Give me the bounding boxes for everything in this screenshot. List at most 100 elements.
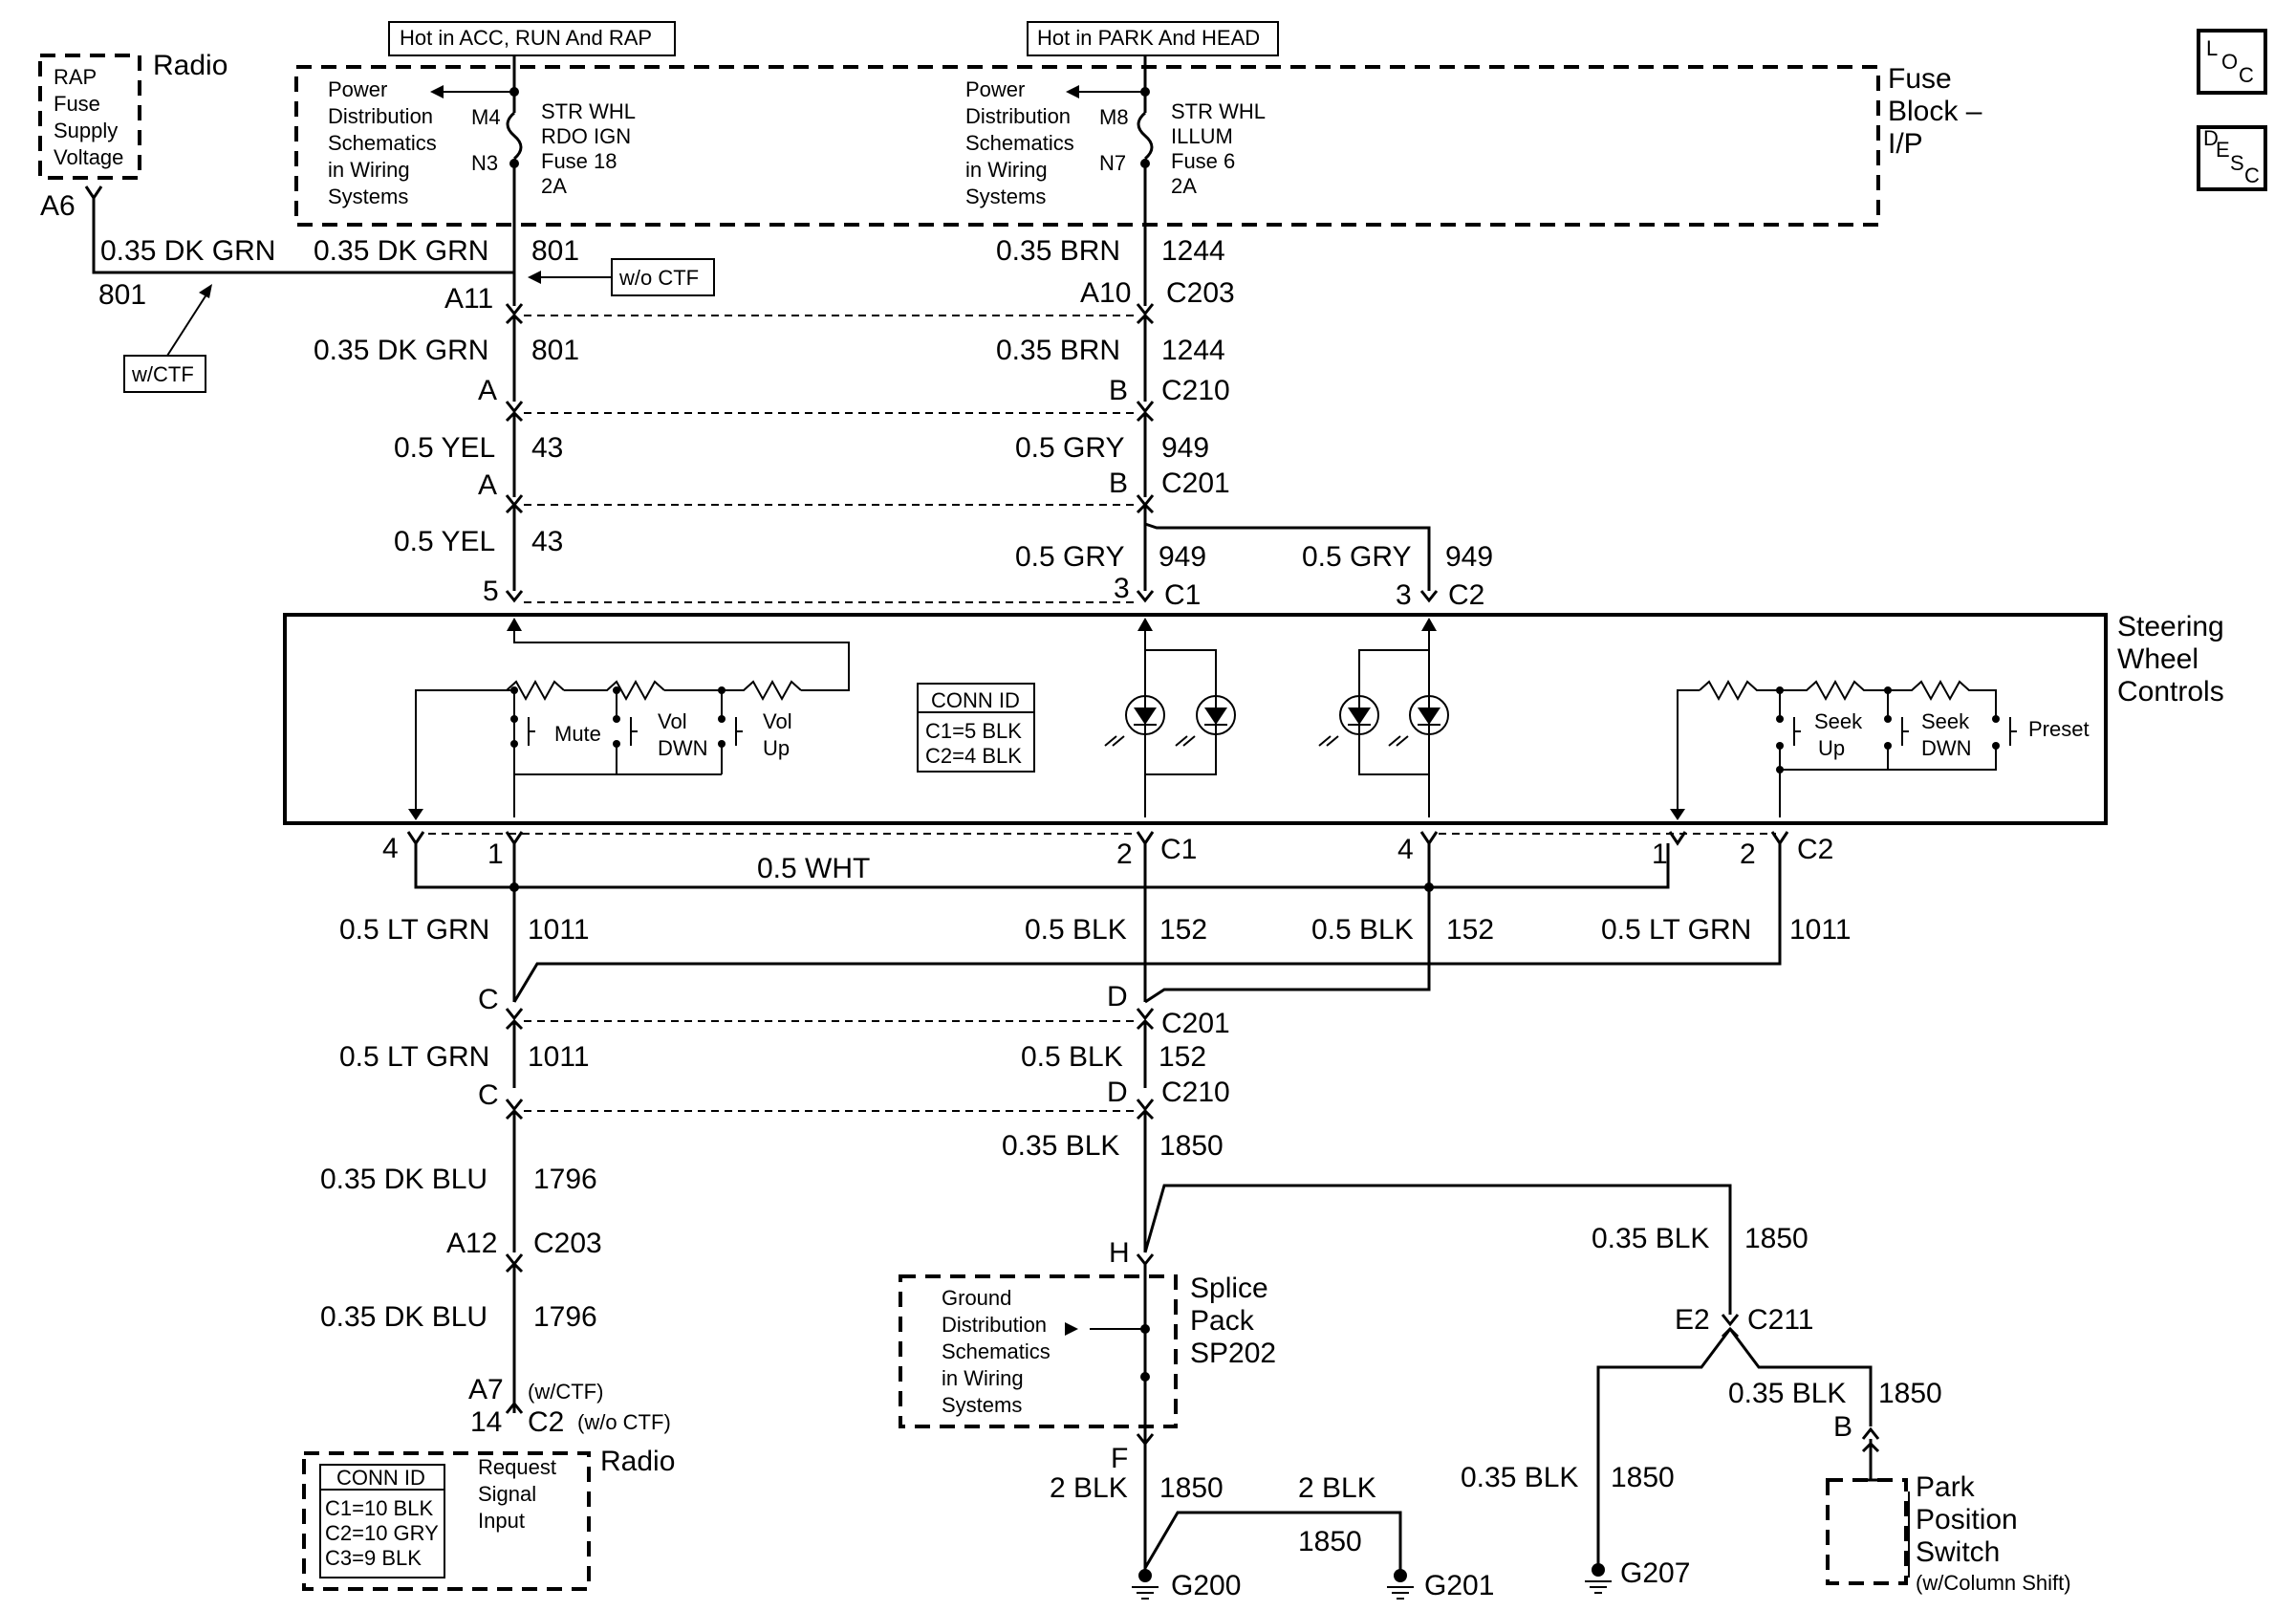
- radio-bottom-label: Radio: [600, 1446, 675, 1477]
- svg-text:Systems: Systems: [942, 1393, 1022, 1417]
- steering-wheel-controls-box: [283, 613, 2108, 825]
- svg-text:Schematics: Schematics: [328, 131, 437, 155]
- svg-text:2A: 2A: [541, 174, 567, 198]
- vol-up-switch-icon: [735, 717, 743, 746]
- seek-up-switch-icon: [1793, 717, 1801, 746]
- svg-text:949: 949: [1159, 541, 1206, 573]
- svg-text:Systems: Systems: [328, 185, 408, 208]
- c210-label-top: C210: [1161, 375, 1230, 406]
- svg-text:1850: 1850: [1298, 1526, 1362, 1557]
- svg-text:E: E: [2216, 138, 2230, 162]
- svg-text:B: B: [1109, 468, 1128, 499]
- svg-text:Request: Request: [478, 1455, 556, 1479]
- fuse18-pin-in: M4: [471, 105, 501, 129]
- preset-switch-icon: [2009, 717, 2017, 746]
- svg-text:Fuse: Fuse: [54, 92, 100, 116]
- c210-label-bottom: C210: [1161, 1077, 1230, 1108]
- arrow-left-icon: [1066, 85, 1079, 98]
- svg-text:2: 2: [1740, 838, 1756, 870]
- svg-text:0.35 BLK: 0.35 BLK: [1728, 1378, 1846, 1409]
- c211-label: C211: [1747, 1304, 1814, 1336]
- svg-text:4: 4: [1397, 834, 1414, 865]
- svg-text:0.5 GRY: 0.5 GRY: [1015, 541, 1125, 573]
- svg-text:A: A: [478, 469, 497, 501]
- svg-text:1796: 1796: [533, 1301, 597, 1333]
- fuse6-pin-out: N7: [1099, 151, 1126, 175]
- fuse-block-label-1: Fuse: [1888, 63, 1952, 95]
- svg-text:Up: Up: [1818, 736, 1845, 760]
- svg-text:Wheel: Wheel: [2117, 643, 2199, 675]
- svg-text:0.5 GRY: 0.5 GRY: [1015, 432, 1125, 464]
- svg-text:0.5 YEL: 0.5 YEL: [394, 526, 495, 557]
- pin-14: 14: [470, 1406, 502, 1438]
- loc-icon[interactable]: L O C: [2197, 29, 2267, 95]
- desc-icon[interactable]: D E S C: [2197, 125, 2267, 191]
- svg-text:D: D: [2203, 126, 2219, 150]
- svg-text:Input: Input: [478, 1509, 525, 1533]
- led-icon: [1175, 695, 1236, 747]
- svg-text:0.5 BLK: 0.5 BLK: [1021, 1041, 1123, 1073]
- svg-text:O: O: [2221, 50, 2238, 74]
- svg-text:0.5 BLK: 0.5 BLK: [1025, 914, 1127, 946]
- svg-text:0.5 LT GRN: 0.5 LT GRN: [339, 1041, 489, 1073]
- svg-text:4: 4: [382, 833, 399, 864]
- connector-a6: [84, 185, 103, 201]
- svg-text:SP202: SP202: [1190, 1338, 1276, 1369]
- svg-text:Power: Power: [328, 77, 387, 101]
- svg-text:2 BLK: 2 BLK: [1050, 1472, 1128, 1504]
- svg-text:Systems: Systems: [965, 185, 1046, 208]
- wht-wire-label: 0.5 WHT: [757, 853, 870, 884]
- hot-acc-box: [388, 21, 676, 56]
- fuse18-label: STR WHL: [541, 99, 636, 123]
- ground-icon: [1585, 1563, 1612, 1594]
- park-switch-box: [1826, 1478, 1908, 1585]
- svg-text:Signal: Signal: [478, 1482, 536, 1506]
- svg-text:2 BLK: 2 BLK: [1298, 1472, 1376, 1504]
- svg-text:(w/CTF): (w/CTF): [528, 1380, 603, 1404]
- preset-label: Preset: [2028, 717, 2090, 741]
- svg-text:1850: 1850: [1159, 1130, 1224, 1162]
- c1-label-top: C1: [1164, 579, 1201, 611]
- resistor-icon: [1699, 679, 1778, 702]
- svg-text:C: C: [2244, 163, 2260, 187]
- svg-text:43: 43: [531, 526, 563, 557]
- mute-label: Mute: [554, 722, 601, 746]
- a6-circuit-label: 801: [98, 279, 146, 311]
- park-switch-label: Park: [1916, 1471, 1976, 1503]
- g207-label: G207: [1620, 1557, 1690, 1589]
- arrow-left-icon: [430, 85, 444, 98]
- fuse6-label: STR WHL: [1171, 99, 1266, 123]
- svg-text:C2: C2: [528, 1406, 564, 1438]
- c1-label-bottom: C1: [1160, 834, 1197, 865]
- svg-text:Distribution: Distribution: [328, 104, 433, 128]
- svg-text:DWN: DWN: [1921, 736, 1972, 760]
- resistor-icon: [416, 679, 565, 702]
- svg-text:in Wiring: in Wiring: [942, 1366, 1024, 1390]
- ground-icon: [1132, 1569, 1159, 1600]
- radio-rap-box: [38, 54, 141, 180]
- svg-text:0.35 BLK: 0.35 BLK: [1002, 1130, 1119, 1162]
- svg-text:3: 3: [1114, 573, 1130, 604]
- svg-text:(w/o CTF): (w/o CTF): [577, 1410, 671, 1434]
- fuse18-pin-out: N3: [471, 151, 498, 175]
- power-distribution-left: Power Distribution Schematics in Wiring …: [328, 77, 437, 208]
- led-icon: [1104, 695, 1165, 747]
- pin-a12: A12: [446, 1228, 497, 1259]
- svg-text:0.35 BLK: 0.35 BLK: [1461, 1462, 1578, 1493]
- steering-label: Steering: [2117, 611, 2224, 642]
- svg-text:C2=10 GRY: C2=10 GRY: [325, 1521, 439, 1545]
- svg-text:in Wiring: in Wiring: [328, 158, 410, 182]
- fuse-block-label-2: Block –: [1888, 96, 1982, 127]
- svg-text:0.5 GRY: 0.5 GRY: [1302, 541, 1412, 573]
- vol-dwn-switch-icon: [630, 717, 638, 746]
- fuse-block-label-3: I/P: [1888, 128, 1923, 160]
- svg-text:RAP: RAP: [54, 65, 97, 89]
- resistor-icon: [1778, 679, 1883, 702]
- svg-text:Up: Up: [763, 736, 790, 760]
- hot-park-box: [1027, 21, 1279, 56]
- w-ctf-tag: [123, 355, 206, 393]
- svg-text:801: 801: [531, 235, 579, 267]
- svg-text:in Wiring: in Wiring: [965, 158, 1048, 182]
- radio-bottom-box: [302, 1451, 591, 1591]
